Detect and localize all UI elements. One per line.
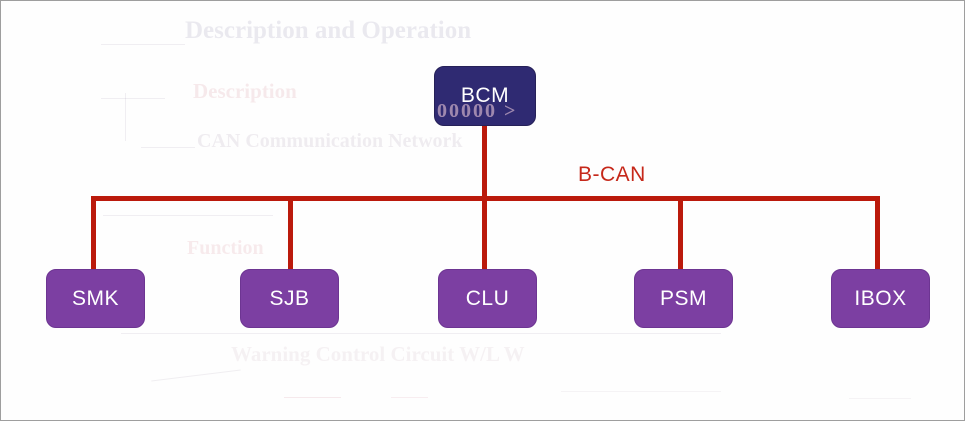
ghost-line-can: CAN Communication Network (197, 130, 463, 152)
ghost-line-description: Description (193, 79, 297, 103)
ghost-rule (561, 391, 721, 392)
node-sjb-label: SJB (269, 286, 310, 310)
ghost-rule (103, 215, 273, 216)
ghost-rule (141, 147, 195, 148)
connector-psm (678, 198, 683, 269)
ghost-rule (284, 397, 341, 398)
connector-sjb (288, 198, 293, 269)
ghost-line-function: Function (187, 237, 264, 259)
bus-label-bcan: B-CAN (578, 163, 646, 186)
node-sjb: SJB (240, 269, 339, 328)
ghost-title: Description and Operation (185, 17, 472, 44)
ghost-rule (101, 98, 165, 99)
ghost-line-warning: Warning Control Circuit W/L W (231, 342, 525, 366)
node-psm-label: PSM (659, 286, 707, 310)
ghost-rule (125, 93, 126, 141)
node-psm: PSM (634, 269, 733, 328)
node-clu-label: CLU (465, 286, 510, 310)
connector-smk (91, 198, 96, 269)
ghost-rule (121, 333, 721, 334)
node-bcm: BCM (434, 66, 536, 126)
ghost-rule (391, 397, 428, 398)
ghost-rule (101, 44, 185, 45)
node-smk: SMK (46, 269, 145, 328)
node-bcm-label: BCM (460, 84, 510, 107)
node-clu: CLU (438, 269, 537, 328)
ghost-rule (151, 369, 241, 382)
connector-ibox (875, 198, 880, 269)
connector-bcm-clu (482, 123, 487, 269)
node-ibox: IBOX (831, 269, 930, 328)
node-smk-label: SMK (71, 286, 119, 310)
node-ibox-label: IBOX (854, 286, 907, 310)
ghost-rule (849, 398, 911, 399)
